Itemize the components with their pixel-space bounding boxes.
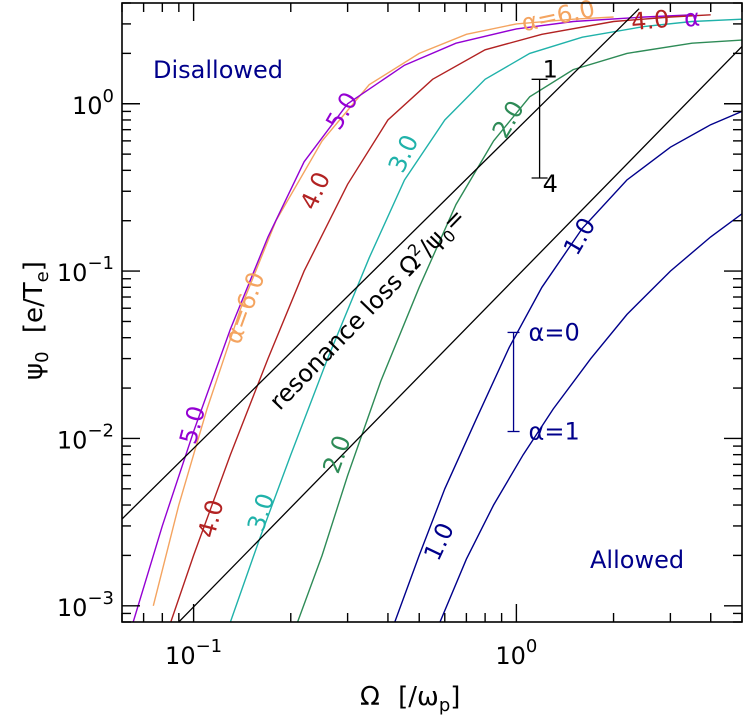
curve-label-a5-2: 5.0 — [320, 87, 363, 134]
x-tick-label-0: 10−1 — [165, 636, 222, 670]
x-tick-label-exp: −1 — [196, 636, 223, 657]
curve-label-a2-10: 2.0 — [487, 96, 530, 143]
x-tick-label-base: 10 — [165, 642, 196, 670]
ratio-bar-bottom-label: 4 — [543, 170, 558, 198]
curve-labels: α=6.0α=6.05.05.04.04.04.0α3.03.02.02.01.… — [174, 0, 701, 565]
y-tick-label-2: 10−1 — [57, 253, 114, 287]
y-tick-label-base: 10 — [57, 594, 88, 622]
plot-frame — [121, 2, 743, 623]
region-label-disallowed: Disallowed — [153, 56, 283, 84]
resonance-label-text: resonance loss Ω — [264, 249, 426, 415]
curve-label-a5-7: α — [683, 4, 701, 33]
curve-label-a4-5: 4.0 — [295, 168, 337, 214]
curve-label-a3-8: 3.0 — [383, 130, 425, 176]
resonance-line-1 — [177, 45, 742, 622]
alpha-bar-top-label: α=0 — [529, 318, 580, 346]
series-line-a1 — [394, 110, 742, 622]
y-tick-label-base: 10 — [57, 426, 88, 454]
x-axis-title: Ω [/ωp] — [360, 682, 460, 716]
y-tick-label-base: 10 — [72, 92, 103, 120]
x-tick-label-base: 10 — [495, 642, 526, 670]
series-line-a6 — [152, 16, 614, 606]
y-tick-label-exp: −3 — [87, 588, 114, 609]
curve-label-a2-11: 2.0 — [317, 432, 356, 477]
curve-label-a4-6: 4.0 — [193, 497, 230, 541]
y-tick-label-exp: 0 — [103, 86, 114, 107]
y-tick-label-1: 10−2 — [57, 420, 114, 454]
curve-label-a5-3: 5.0 — [174, 403, 211, 447]
series-line-a0 — [439, 213, 742, 622]
plot-border — [121, 2, 743, 623]
x-tick-label-exp: 0 — [526, 636, 537, 657]
resonance-label: resonance loss Ω2/ψ0= — [262, 201, 474, 419]
alpha-bar-bottom-label: α=1 — [529, 418, 580, 446]
y-tick-label-exp: −2 — [87, 420, 114, 441]
x-tick-label-1: 100 — [495, 636, 537, 670]
curve-label-a4-4: 4.0 — [630, 5, 670, 36]
y-tick-label-base: 10 — [57, 259, 88, 287]
curve-label-a6-1: α=6.0 — [219, 268, 271, 347]
y-tick-label-3: 100 — [72, 86, 114, 120]
curves — [122, 8, 742, 622]
series-line-a5 — [132, 14, 693, 622]
series-line-a3 — [229, 18, 742, 622]
y-tick-label-exp: −1 — [87, 253, 114, 274]
curve-label-a1-13: 1.0 — [418, 519, 460, 565]
y-tick-label-0: 10−3 — [57, 588, 114, 622]
series-line-a4 — [170, 14, 711, 622]
y-axis-title: ψ0 [e/Te] — [19, 261, 55, 380]
ratio-bar-top-label: 1 — [543, 55, 558, 83]
curve-label-a1-12: 1.0 — [558, 213, 601, 260]
resonance-line-0 — [122, 8, 640, 520]
series-line-a2 — [296, 39, 742, 622]
region-label-allowed: Allowed — [590, 546, 684, 574]
